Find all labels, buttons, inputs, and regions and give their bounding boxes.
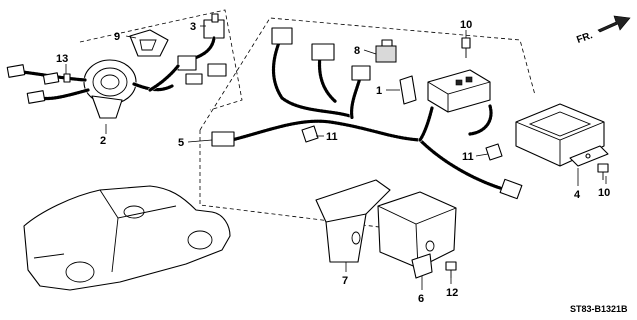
part-label-10-top: 10 [460, 19, 472, 31]
part-label-13: 13 [56, 53, 68, 65]
part-label-11-right: 11 [462, 151, 474, 163]
harness-connector-block [399, 69, 491, 113]
harness-clips [301, 125, 503, 161]
part-label-6: 6 [418, 293, 424, 305]
part-label-10-right: 10 [598, 187, 610, 199]
part-label-8: 8 [354, 45, 360, 57]
part-label-11-left: 11 [326, 131, 338, 143]
diagram-code: ST83-B1321B [570, 304, 628, 314]
cover-6 [377, 191, 457, 279]
part-label-12: 12 [446, 287, 458, 299]
sub-harness-3 [147, 13, 227, 93]
clock-spring [6, 59, 175, 119]
part-label-3: 3 [190, 21, 196, 33]
part-label-2: 2 [100, 135, 106, 147]
front-direction-label: FR. [575, 30, 594, 46]
front-direction-arrow-icon [597, 15, 631, 33]
part-label-7: 7 [342, 275, 348, 287]
part-label-5: 5 [178, 137, 184, 149]
connector-8 [375, 39, 397, 63]
part-label-1: 1 [376, 85, 382, 97]
cover-7 [315, 179, 391, 263]
enclosure-lines [79, 9, 536, 233]
part-label-4: 4 [574, 189, 581, 201]
srs-unit [515, 103, 609, 167]
vehicle-location-icon [23, 185, 231, 291]
leader-lines [65, 25, 607, 290]
part-labels: 1 2 3 4 5 6 7 8 9 10 10 11 11 12 13 [56, 19, 610, 305]
part-label-9: 9 [114, 31, 120, 43]
bolts-12-13 [63, 73, 457, 278]
main-wire-harness [211, 27, 523, 200]
cable-reel-bracket [129, 29, 169, 57]
